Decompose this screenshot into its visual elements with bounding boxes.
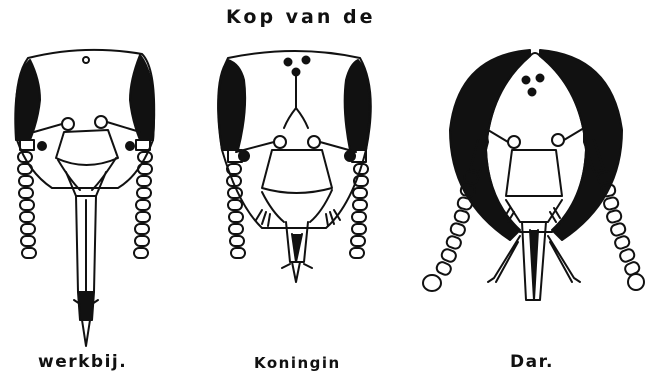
queen-right-antenna: [350, 150, 368, 258]
drone-head-label: Dar.: [510, 352, 554, 372]
worker-left-antenna: [18, 140, 36, 258]
drone-bee-head-icon: [423, 50, 644, 300]
worker-right-antenna: [134, 140, 152, 258]
worker-head-label: werkbij.: [38, 352, 127, 372]
queen-left-antenna: [227, 150, 245, 258]
queen-bee-head-icon: [218, 51, 371, 282]
queen-head-label: Koningin: [254, 354, 341, 372]
worker-bee-head-icon: [15, 50, 154, 346]
